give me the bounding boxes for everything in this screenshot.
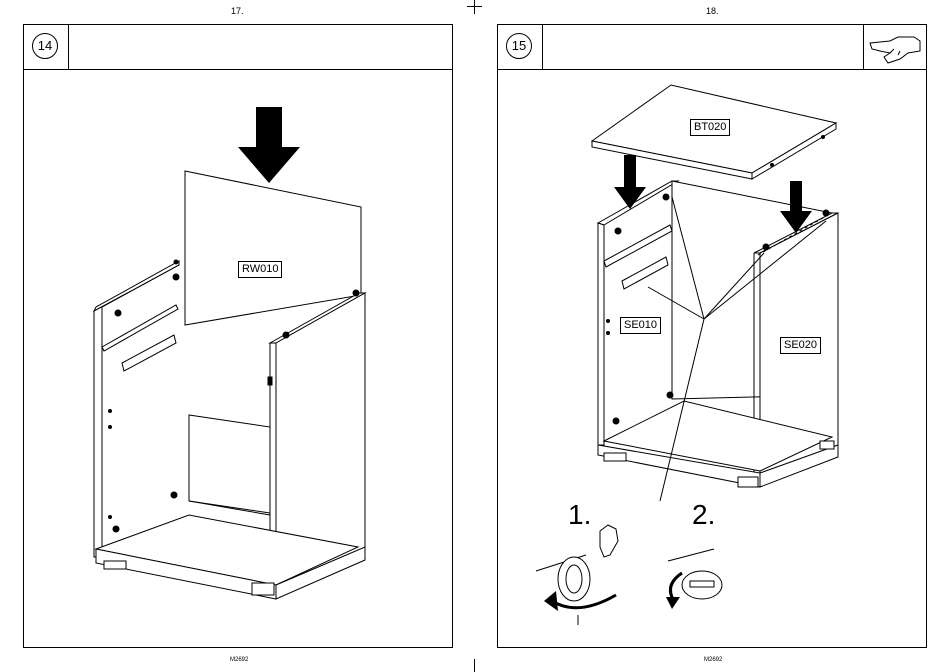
cam-lock-icon — [536, 525, 618, 601]
page-number-right: 18. — [706, 6, 719, 16]
part-label-bt020: BT020 — [690, 119, 730, 136]
crop-mark-top-h — [467, 6, 482, 7]
substep-2-label: 2. — [692, 499, 715, 531]
page-footer-left: M2692 — [230, 657, 248, 663]
crop-mark-top — [474, 0, 475, 14]
part-label-se020: SE020 — [780, 337, 821, 354]
part-label-rw010: RW010 — [238, 261, 282, 278]
page-number-left: 17. — [231, 6, 244, 16]
substep-1-label: 1. — [568, 499, 591, 531]
down-arrow-icon — [238, 107, 300, 183]
step-panel-left: 14 — [23, 24, 453, 648]
rotate-arrow-icon — [666, 573, 682, 609]
page-footer-right: M2692 — [704, 657, 722, 663]
crop-mark-bottom — [474, 659, 475, 672]
cam-lock-icon — [668, 549, 722, 599]
part-label-se010: SE010 — [620, 317, 661, 334]
assembly-drawing-rear-wall — [24, 25, 454, 649]
step-panel-right: 15 — [497, 24, 927, 648]
